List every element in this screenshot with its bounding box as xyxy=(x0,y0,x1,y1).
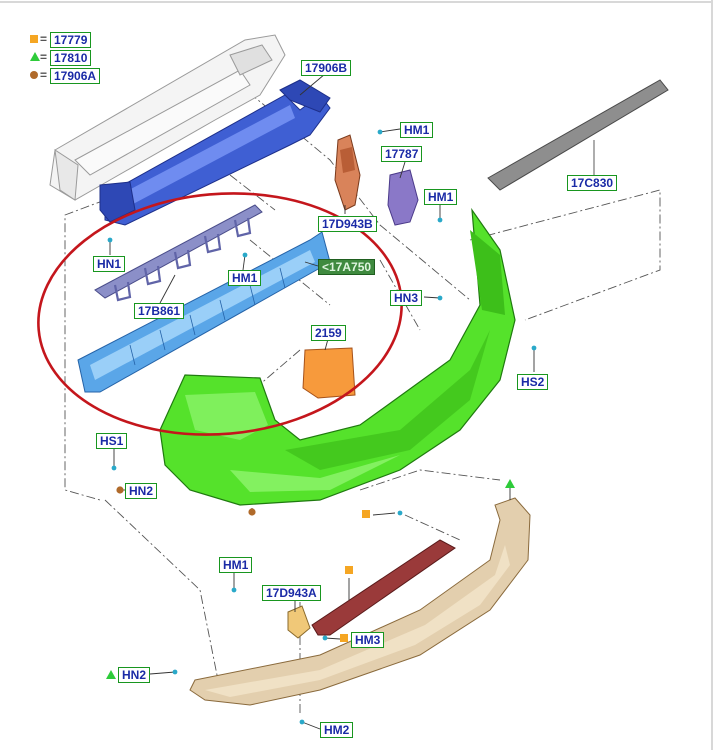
reflector-2159 xyxy=(302,347,356,399)
assembly-lines xyxy=(64,59,661,715)
fastener-markers xyxy=(106,129,537,725)
bracket-17D943B xyxy=(334,134,361,211)
label-17906B: 17906B xyxy=(301,60,352,76)
label-HS1: HS1 xyxy=(96,433,128,449)
brown-dot-icon xyxy=(30,71,38,79)
lower-valance xyxy=(189,497,531,706)
legend-code: 17779 xyxy=(50,32,92,48)
legend-code: 17906A xyxy=(50,68,101,84)
label-HM1-mid: HM1 xyxy=(228,270,262,286)
label-HS2: HS2 xyxy=(517,374,549,390)
label-HM3: HM3 xyxy=(351,632,385,648)
label-HN2-bottom: HN2 xyxy=(118,667,151,683)
leader-lines xyxy=(109,73,535,730)
label-2159: 2159 xyxy=(311,325,346,341)
body-structure-ghost xyxy=(49,34,286,201)
label-17D943A: 17D943A xyxy=(262,585,321,601)
label-HN2-left: HN2 xyxy=(125,483,158,499)
bracket-17B861 xyxy=(94,204,263,302)
bracket-17787 xyxy=(387,169,419,226)
orange-square-icon xyxy=(30,35,38,43)
label-17B861: 17B861 xyxy=(134,303,185,319)
legend-equals: = xyxy=(40,32,48,46)
label-HM1-top: HM1 xyxy=(400,122,434,138)
label-HN3: HN3 xyxy=(390,290,423,306)
label-HM1-low: HM1 xyxy=(219,557,253,573)
label-HN1: HN1 xyxy=(93,256,126,272)
label-17D943B: 17D943B xyxy=(318,216,377,232)
reinforcement-beam-17906B xyxy=(99,79,331,226)
label-17C830: 17C830 xyxy=(567,175,618,191)
legend-equals: = xyxy=(40,68,48,82)
green-triangle-icon xyxy=(30,52,40,61)
legend-equals: = xyxy=(40,50,48,64)
bracket-17D943A xyxy=(287,605,311,639)
lower-bracket xyxy=(311,539,456,636)
label-HM1-right: HM1 xyxy=(424,189,458,205)
label-17A750: <17A750 xyxy=(318,259,376,275)
legend-code: 17810 xyxy=(50,50,92,66)
step-pad-17C830 xyxy=(487,79,669,191)
label-17787: 17787 xyxy=(381,146,423,162)
label-HM2: HM2 xyxy=(320,722,354,738)
